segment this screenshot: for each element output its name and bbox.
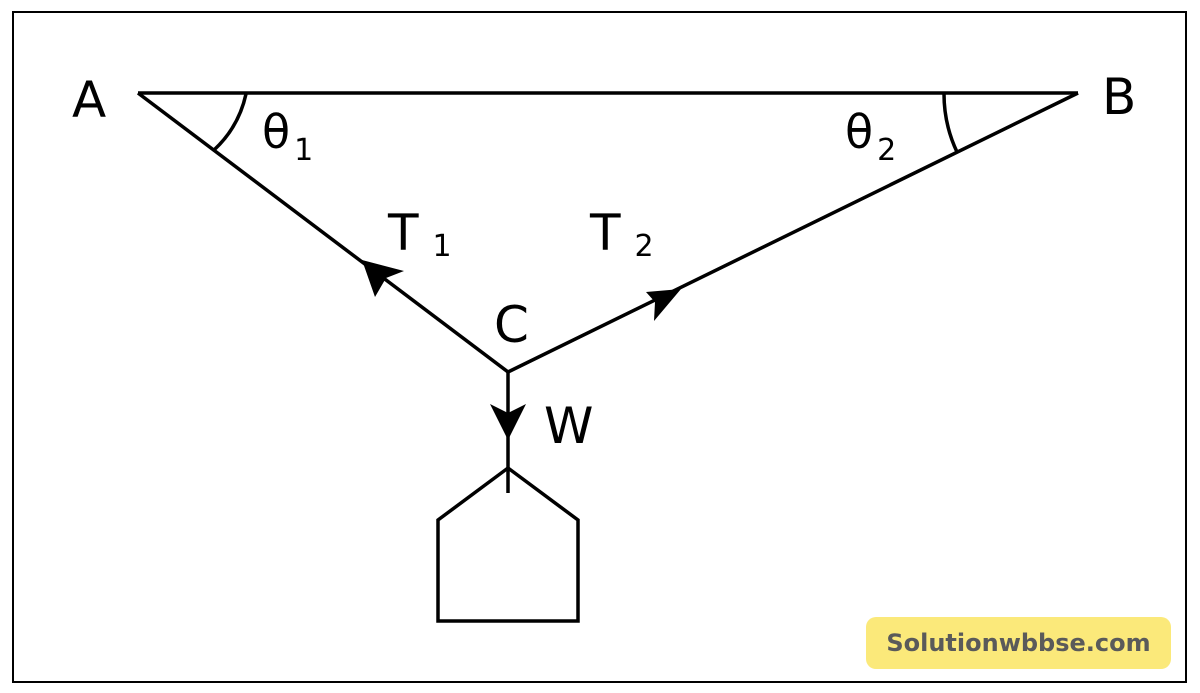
label-point-b: B <box>1102 68 1136 126</box>
string-bc <box>507 91 1079 374</box>
label-point-c: C <box>494 296 529 354</box>
label-point-a: A <box>72 71 106 129</box>
angle-arc-theta2 <box>942 93 959 153</box>
string-ac <box>136 91 510 374</box>
angle-arc-theta1 <box>212 93 248 152</box>
frame-border <box>12 11 1187 683</box>
watermark-text: Solutionwbbse.com <box>886 629 1151 657</box>
arrow-t1 <box>362 260 404 297</box>
arrow-w <box>490 404 526 440</box>
arrow-t2 <box>646 289 681 321</box>
hanging-weight <box>436 465 580 623</box>
watermark-badge: Solutionwbbse.com <box>866 617 1171 669</box>
label-weight-w: W <box>544 397 593 455</box>
